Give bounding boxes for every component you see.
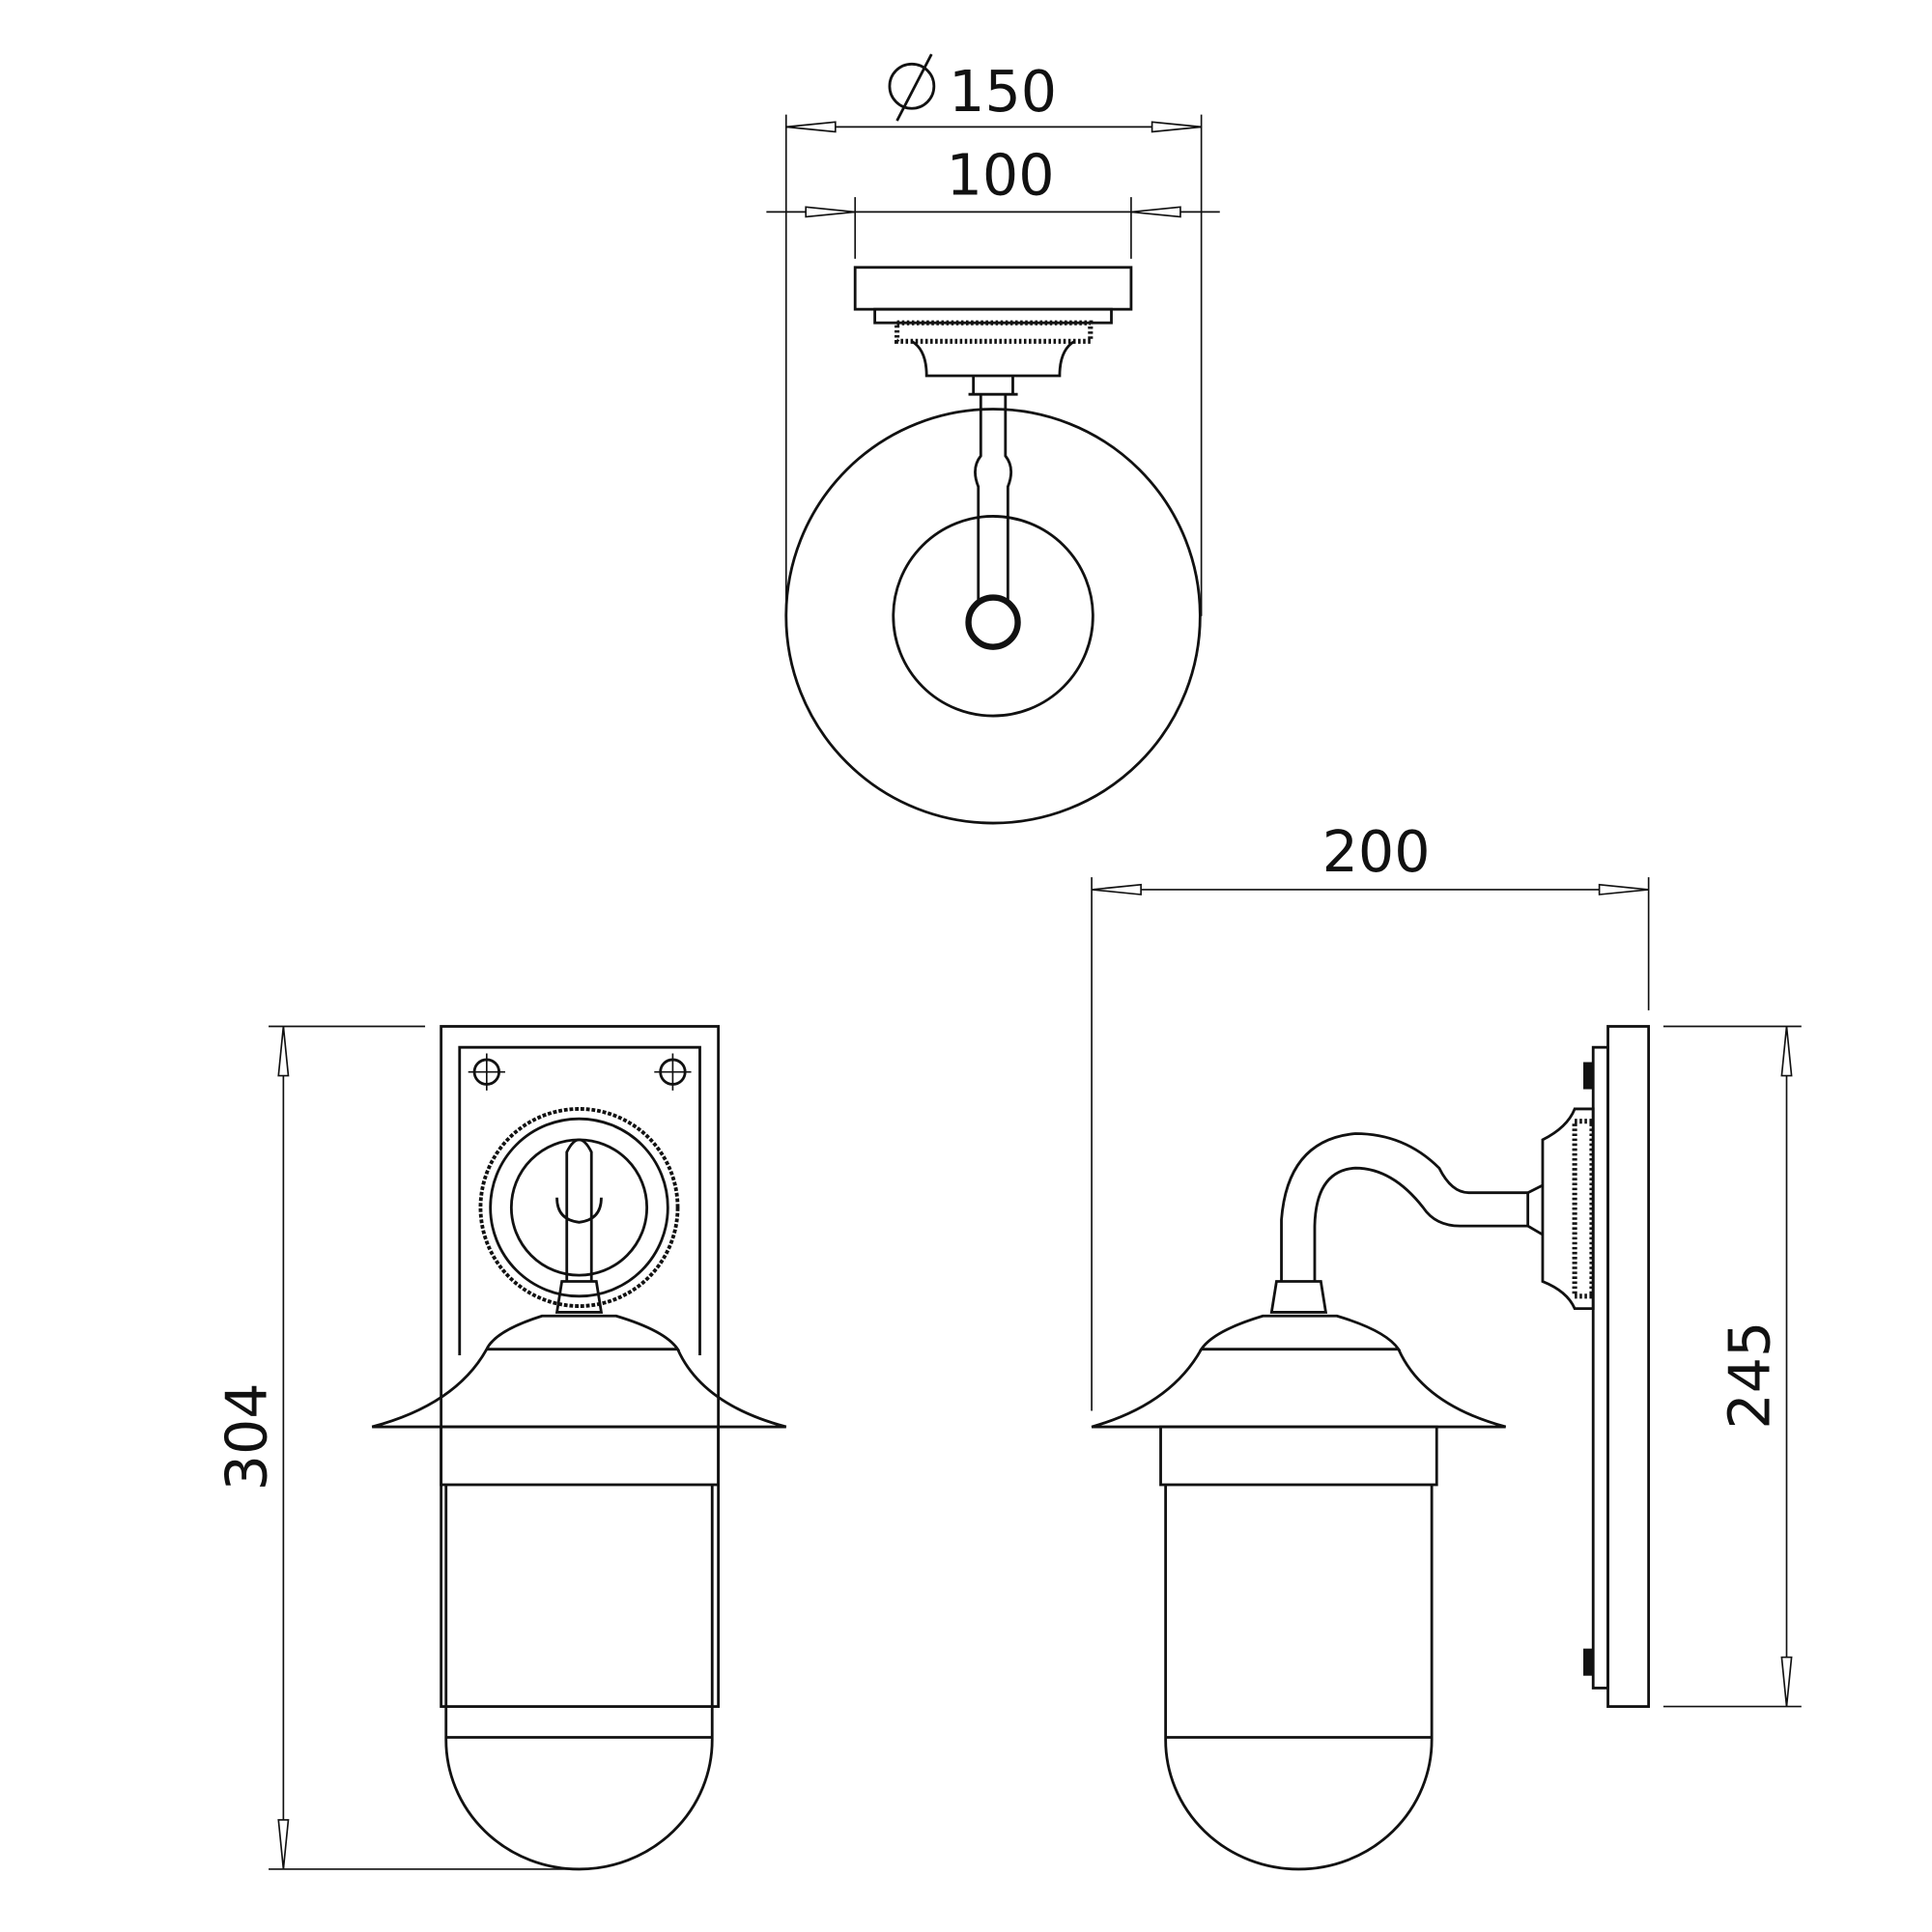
stem-end — [965, 594, 1021, 650]
glass-globe-front — [444, 1484, 714, 1871]
collar-side — [1159, 1425, 1438, 1487]
backplate-front — [440, 1025, 721, 1708]
top-view: 150 ⌀ 100 — [766, 53, 1220, 825]
backplate-side — [1606, 1025, 1651, 1708]
collar-outline-top — [892, 515, 1094, 718]
shade-side — [1091, 1349, 1507, 1429]
front-view: 304 — [214, 1025, 787, 1871]
wall-plate-top — [853, 266, 1133, 311]
shade-outline-top — [784, 408, 1202, 825]
mount-side — [1541, 1107, 1595, 1310]
side-view: 200 245 — [1091, 819, 1802, 1871]
shade-front — [371, 1349, 787, 1429]
mount-bell — [911, 340, 1076, 378]
dim-label-200: 200 — [1322, 819, 1431, 885]
collar-front — [440, 1425, 721, 1487]
dim-label-100: 100 — [947, 143, 1055, 209]
shade-cap-front — [484, 1314, 681, 1351]
glass-globe-side — [1164, 1484, 1434, 1871]
shade-cap-side — [1198, 1314, 1402, 1351]
screw-icon — [468, 1053, 505, 1091]
arm-top — [968, 376, 1018, 604]
plate-step — [873, 307, 1113, 325]
dim-label-245: 245 — [1718, 1321, 1783, 1430]
dim-label-150: 150 — [949, 59, 1057, 125]
arm-side — [1280, 1132, 1544, 1282]
knurled-band — [895, 320, 1094, 344]
screw-icon — [654, 1053, 692, 1091]
dim-label-304: 304 — [214, 1382, 280, 1491]
